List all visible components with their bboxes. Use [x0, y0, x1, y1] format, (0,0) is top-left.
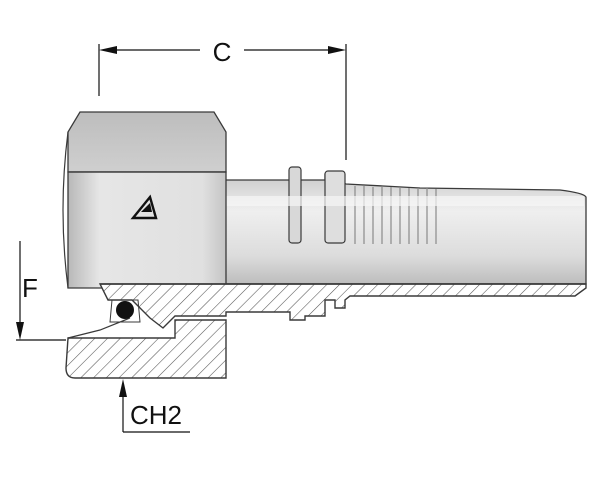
swivel-nut — [62, 111, 227, 289]
stem-wall-section — [98, 283, 587, 329]
nut-front-face — [67, 171, 227, 289]
nut-chamfer-edge — [62, 131, 69, 289]
dimension-c-arrow-left — [99, 46, 117, 54]
dimension-ch2: CH2 — [119, 379, 190, 433]
dimension-c-arrow-right — [328, 46, 346, 54]
nut-inner-chamfer — [67, 317, 131, 339]
nut-section — [65, 319, 227, 379]
section-view — [65, 283, 587, 379]
o-ring — [116, 301, 134, 319]
dimension-f-arrow — [16, 322, 24, 340]
hose-tail-body — [221, 171, 587, 285]
nut-top-bevel — [67, 111, 227, 173]
hose-tail-highlight — [222, 196, 584, 206]
hose-tail — [221, 166, 587, 285]
manufacturer-logo-icon — [130, 194, 158, 220]
collar-ring-2 — [324, 170, 346, 244]
dimension-ch2-arrow — [119, 379, 127, 397]
dimension-c-label: C — [213, 37, 232, 67]
dimension-c: C — [98, 37, 347, 160]
dimension-ch2-label: CH2 — [130, 400, 182, 430]
dimension-f-label: F — [22, 273, 38, 303]
o-ring-groove — [109, 299, 141, 323]
dimension-f: F — [16, 241, 66, 341]
